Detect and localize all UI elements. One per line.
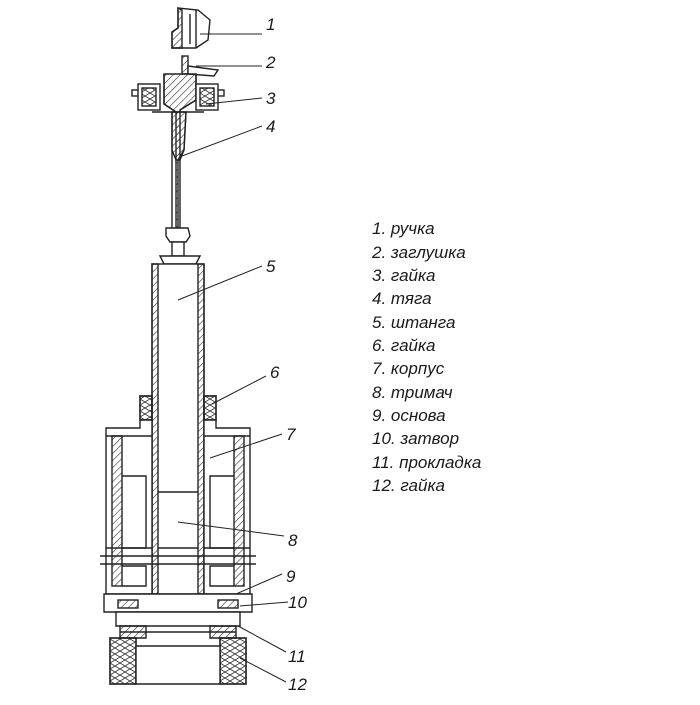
gasket-part bbox=[119, 625, 237, 639]
legend-item: 5. штанга bbox=[372, 313, 455, 332]
callout-8: 8 bbox=[288, 531, 298, 550]
legend-item: 9. основа bbox=[372, 406, 446, 425]
legend-item: 12. гайка bbox=[372, 476, 445, 495]
callout-3: 3 bbox=[266, 89, 276, 108]
legend-item: 2. заглушка bbox=[371, 243, 466, 262]
pull-rod-part bbox=[171, 111, 187, 229]
callout-5: 5 bbox=[266, 257, 276, 276]
callout-12: 12 bbox=[288, 675, 307, 694]
legend-item: 8. тримач bbox=[372, 383, 453, 402]
legend-item: 6. гайка bbox=[372, 336, 435, 355]
base-part bbox=[103, 593, 253, 627]
legend-item: 10. затвор bbox=[372, 429, 459, 448]
legend-item: 7. корпус bbox=[372, 359, 445, 378]
rod-connector bbox=[158, 227, 202, 265]
callout-4: 4 bbox=[266, 117, 275, 136]
callout-2: 2 bbox=[265, 53, 276, 72]
callout-1: 1 bbox=[266, 15, 275, 34]
parts-legend: 1. ручка 2. заглушка 3. гайка 4. тяга 5.… bbox=[371, 219, 481, 495]
callout-7: 7 bbox=[286, 425, 296, 444]
legend-item: 4. тяга bbox=[372, 289, 432, 308]
callout-6: 6 bbox=[270, 363, 280, 382]
handle-part bbox=[171, 6, 211, 49]
legend-item: 1. ручка bbox=[372, 219, 435, 238]
bottom-nut-part bbox=[109, 637, 247, 685]
callout-10: 10 bbox=[288, 593, 307, 612]
legend-item: 3. гайка bbox=[372, 266, 435, 285]
legend-item: 11. прокладка bbox=[372, 453, 481, 472]
callout-11: 11 bbox=[288, 647, 306, 666]
leader-lines bbox=[177, 33, 289, 683]
top-nut-part bbox=[131, 83, 225, 113]
shaft-part bbox=[151, 263, 205, 595]
callout-9: 9 bbox=[286, 567, 296, 586]
callout-numbers: 1 2 3 4 5 6 7 8 9 10 11 12 bbox=[265, 15, 307, 694]
